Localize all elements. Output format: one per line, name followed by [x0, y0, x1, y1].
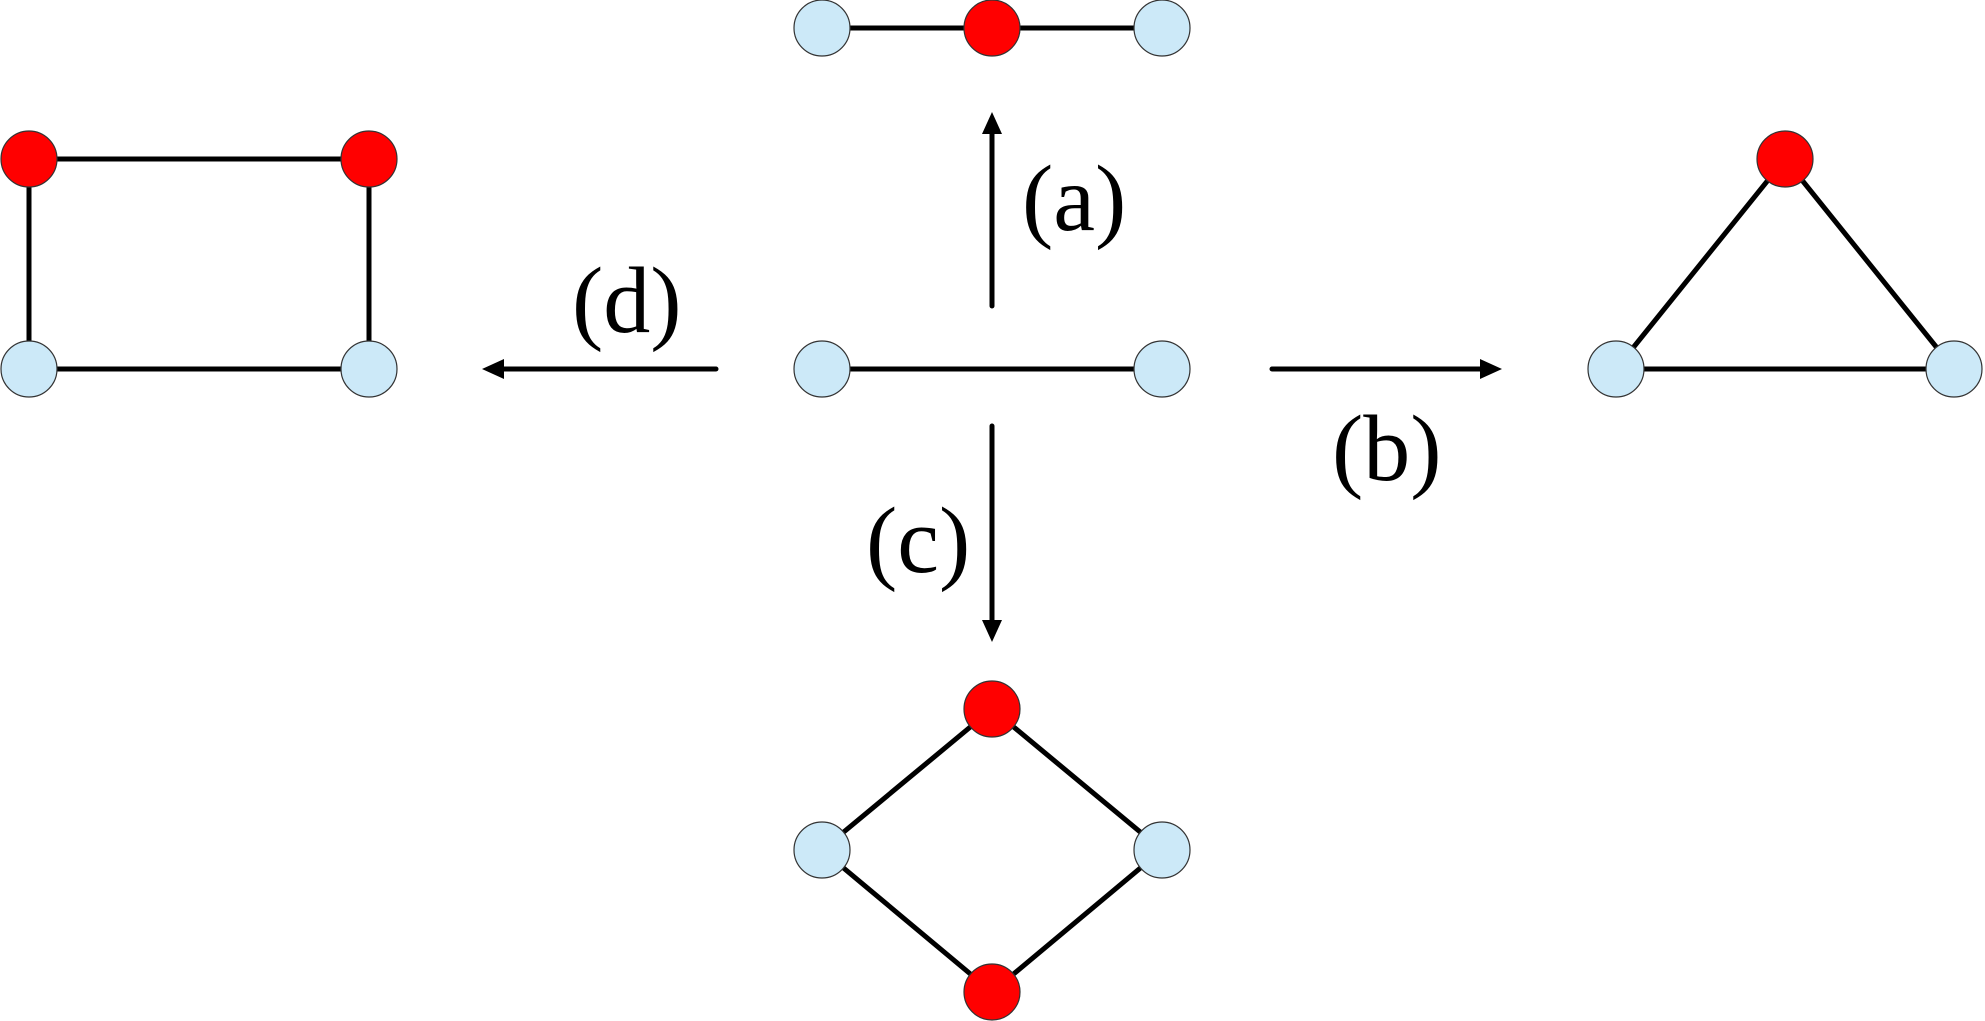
- graph-d-node-plain: [0, 340, 58, 398]
- graph-center-node-plain: [793, 340, 851, 398]
- label-d: (d): [572, 249, 682, 353]
- graph-c-node-highlight: [963, 680, 1021, 738]
- arrow-c: [982, 423, 1002, 642]
- graph-d-node-highlight: [340, 130, 398, 188]
- graph-c-edge: [819, 706, 995, 853]
- graph-d-node-highlight: [0, 130, 58, 188]
- edges-layer: [26, 25, 1957, 995]
- arrow-a-head: [982, 112, 1002, 134]
- arrows-layer: [482, 112, 1502, 642]
- arrow-a: [982, 112, 1002, 309]
- graph-c-node-highlight: [963, 963, 1021, 1021]
- graph-c-edge: [989, 706, 1165, 853]
- graph-a-node-plain: [793, 0, 851, 57]
- graph-c-edge: [989, 847, 1165, 995]
- label-b: (b): [1332, 397, 1442, 501]
- graph-a-node-plain: [1133, 0, 1191, 57]
- graph-c-node-plain: [793, 821, 851, 879]
- graph-b-node-plain: [1587, 340, 1645, 398]
- graph-b-node-plain: [1925, 340, 1983, 398]
- graph-b-edge: [1613, 156, 1788, 372]
- arrow-d-head: [482, 359, 504, 379]
- graph-c-edge: [819, 847, 995, 995]
- graph-c-node-plain: [1133, 821, 1191, 879]
- arrow-d: [482, 359, 719, 379]
- graph-center-node-plain: [1133, 340, 1191, 398]
- graph-b-edge: [1782, 156, 1957, 372]
- graph-d-node-plain: [340, 340, 398, 398]
- graph-a-node-highlight: [963, 0, 1021, 57]
- graph-b-node-highlight: [1756, 130, 1814, 188]
- label-a: (a): [1022, 147, 1126, 251]
- arrow-b-head: [1480, 359, 1502, 379]
- arrow-c-head: [982, 620, 1002, 642]
- label-c: (c): [866, 489, 970, 593]
- arrow-b: [1269, 359, 1502, 379]
